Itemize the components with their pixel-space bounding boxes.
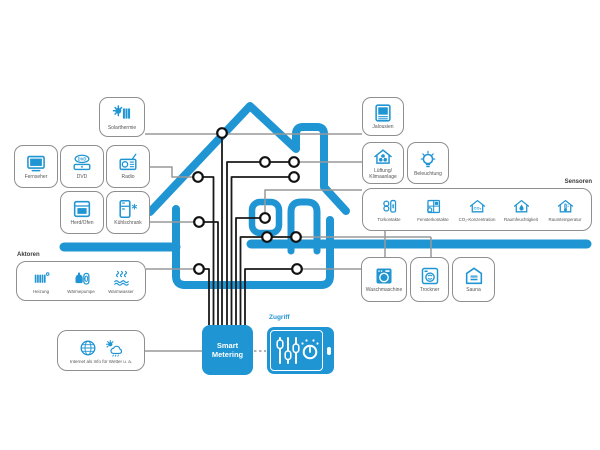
box-trockner: Trockner	[410, 257, 449, 302]
junction-node	[192, 171, 204, 183]
house-outline	[59, 102, 592, 289]
svg-text:DVD: DVD	[78, 157, 87, 162]
box-waschmaschine: Waschmaschine	[361, 257, 407, 302]
junction-node	[193, 216, 205, 228]
sensor-label: Raumfeuchtigkeit	[504, 217, 538, 222]
sensor-tuerkontakte: Türkontakte	[367, 197, 411, 222]
ventilation-icon	[372, 146, 394, 168]
actuator-label: Warmwasser	[108, 288, 134, 294]
junction-node	[288, 171, 300, 183]
actuator-label: Wärmepumpe	[67, 288, 95, 294]
actuators-group-label: Aktoren	[17, 252, 40, 258]
access-tablet	[267, 327, 334, 374]
box-label: Waschmaschine	[365, 287, 403, 294]
house-walls	[172, 205, 334, 289]
window-contact-icon	[424, 197, 443, 216]
box-kuehlschrank: Kühlschrank	[106, 191, 150, 234]
sensor-fensterkontakte: Fensterkontakte	[411, 197, 455, 222]
actuator-heizung: Heizung	[21, 269, 61, 294]
box-label: Sauna	[466, 287, 481, 294]
box-lueftung-klimaanlage: Lüftung/Klimaanlage	[362, 142, 404, 184]
fridge-icon	[117, 198, 139, 220]
junction-nodes	[192, 127, 303, 275]
dryer-icon	[419, 265, 441, 287]
solar-panel-icon	[111, 103, 133, 125]
box-beleuchtung: Beleuchtung	[407, 142, 449, 184]
sensor-co2-konzentration: CO₂ CO₂-Konzentration	[455, 197, 499, 222]
washing-machine-icon	[373, 265, 395, 287]
junction-node	[290, 231, 302, 243]
junction-node	[288, 156, 300, 168]
temperature-house-icon	[556, 197, 575, 216]
box-label: Lüftung/Klimaanlage	[369, 167, 397, 180]
junction-node	[259, 212, 271, 224]
tablet-screen	[270, 330, 323, 371]
actuator-warmwasser: Warmwasser	[101, 269, 141, 294]
junction-node	[193, 263, 205, 275]
actuator-waermepumpe: Wärmepumpe	[61, 269, 101, 294]
light-bulb-icon	[417, 149, 439, 171]
co2-house-icon: CO₂	[468, 197, 487, 216]
box-label: Jalousien	[372, 124, 394, 131]
sensor-label: CO₂-Konzentration	[458, 217, 496, 222]
sliders-dial-icon	[276, 337, 319, 364]
actuators-group: Heizung Wärmepumpe Warmwasser	[16, 261, 146, 301]
hot-water-icon	[112, 269, 131, 288]
smart-metering-label-line2: Metering	[211, 350, 244, 359]
box-label: Kühlschrank	[114, 220, 142, 227]
smart-metering-hub: Smart Metering	[202, 325, 253, 375]
sensor-label: Türkontakte	[377, 217, 401, 222]
box-label: Radio	[121, 174, 135, 181]
weather-icon	[104, 338, 124, 358]
sensor-label: Raumtemperatur	[548, 217, 582, 222]
box-jalousien: Jalousien	[362, 97, 404, 136]
actuator-label: Heizung	[32, 288, 50, 294]
sensors-group-label: Sensoren	[564, 179, 592, 185]
sensor-raumtemperatur: Raumtemperatur	[543, 197, 587, 222]
box-label: Trockner	[419, 287, 440, 294]
oven-icon	[71, 198, 93, 220]
sauna-icon	[463, 265, 485, 287]
box-radio: Radio	[106, 145, 150, 188]
box-label: DVD	[76, 174, 88, 181]
house-roof	[146, 102, 350, 216]
circuit-wires	[198, 133, 297, 325]
box-sauna: Sauna	[452, 257, 495, 302]
junction-node	[259, 156, 271, 168]
humidity-house-icon	[512, 197, 531, 216]
box-label: Herd/Ofen	[70, 220, 94, 227]
radiator-icon	[32, 269, 51, 288]
tablet-home-button	[327, 346, 331, 355]
sensors-group: Türkontakte Fensterkontakte CO₂ CO₂-Konz…	[362, 188, 592, 231]
box-label: Beleuchtung	[414, 170, 442, 177]
box-label: Solarthermie	[107, 124, 137, 131]
box-solarthermie: Solarthermie	[99, 97, 145, 137]
smart-metering-label-line1: Smart	[216, 341, 239, 350]
svg-text:CO₂: CO₂	[473, 206, 481, 211]
box-herd-ofen: Herd/Ofen	[60, 191, 104, 234]
dvd-player-icon: DVD	[71, 152, 93, 174]
internet-label: Internet als Info für Wetter u. a.	[70, 358, 132, 364]
blinds-icon	[372, 102, 394, 124]
box-fernseher: Fernseher	[14, 145, 58, 188]
heat-pump-icon	[72, 269, 91, 288]
sensor-label: Fensterkontakte	[417, 217, 449, 222]
box-dvd: DVD DVD	[60, 145, 104, 188]
box-internet-wetter: Internet als Info für Wetter u. a.	[57, 330, 145, 371]
access-label: Zugriff	[269, 314, 290, 321]
sensor-raumfeuchtigkeit: Raumfeuchtigkeit	[499, 197, 543, 222]
junction-node	[261, 231, 273, 243]
house-door	[287, 198, 321, 255]
radio-icon	[117, 152, 139, 174]
tv-icon	[25, 152, 47, 174]
junction-node	[216, 127, 228, 139]
junction-node	[291, 263, 303, 275]
door-contact-icon	[380, 197, 399, 216]
box-label: Fernseher	[24, 174, 48, 181]
globe-icon	[78, 338, 98, 358]
